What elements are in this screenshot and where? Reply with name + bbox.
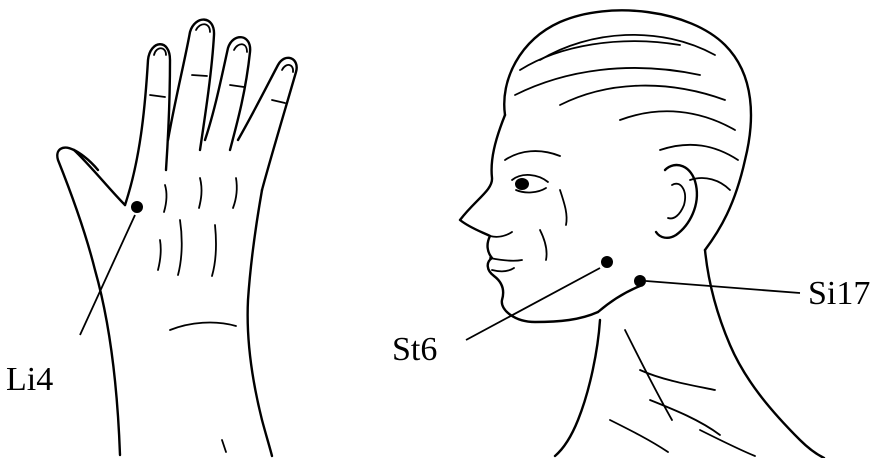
point-si17: Si17: [634, 275, 870, 312]
st6-leader-line: [466, 268, 600, 340]
si17-label: Si17: [808, 275, 870, 312]
head-illustration: [460, 10, 824, 458]
si17-leader-line: [646, 281, 800, 293]
li4-label: Li4: [6, 361, 53, 398]
li4-marker: [131, 201, 143, 213]
st6-marker: [601, 256, 613, 268]
st6-label: St6: [392, 331, 437, 368]
si17-marker: [634, 275, 646, 287]
point-st6: St6: [392, 256, 613, 368]
hand-illustration: [57, 20, 296, 456]
point-li4: Li4: [6, 201, 143, 398]
li4-leader-line: [80, 215, 135, 335]
